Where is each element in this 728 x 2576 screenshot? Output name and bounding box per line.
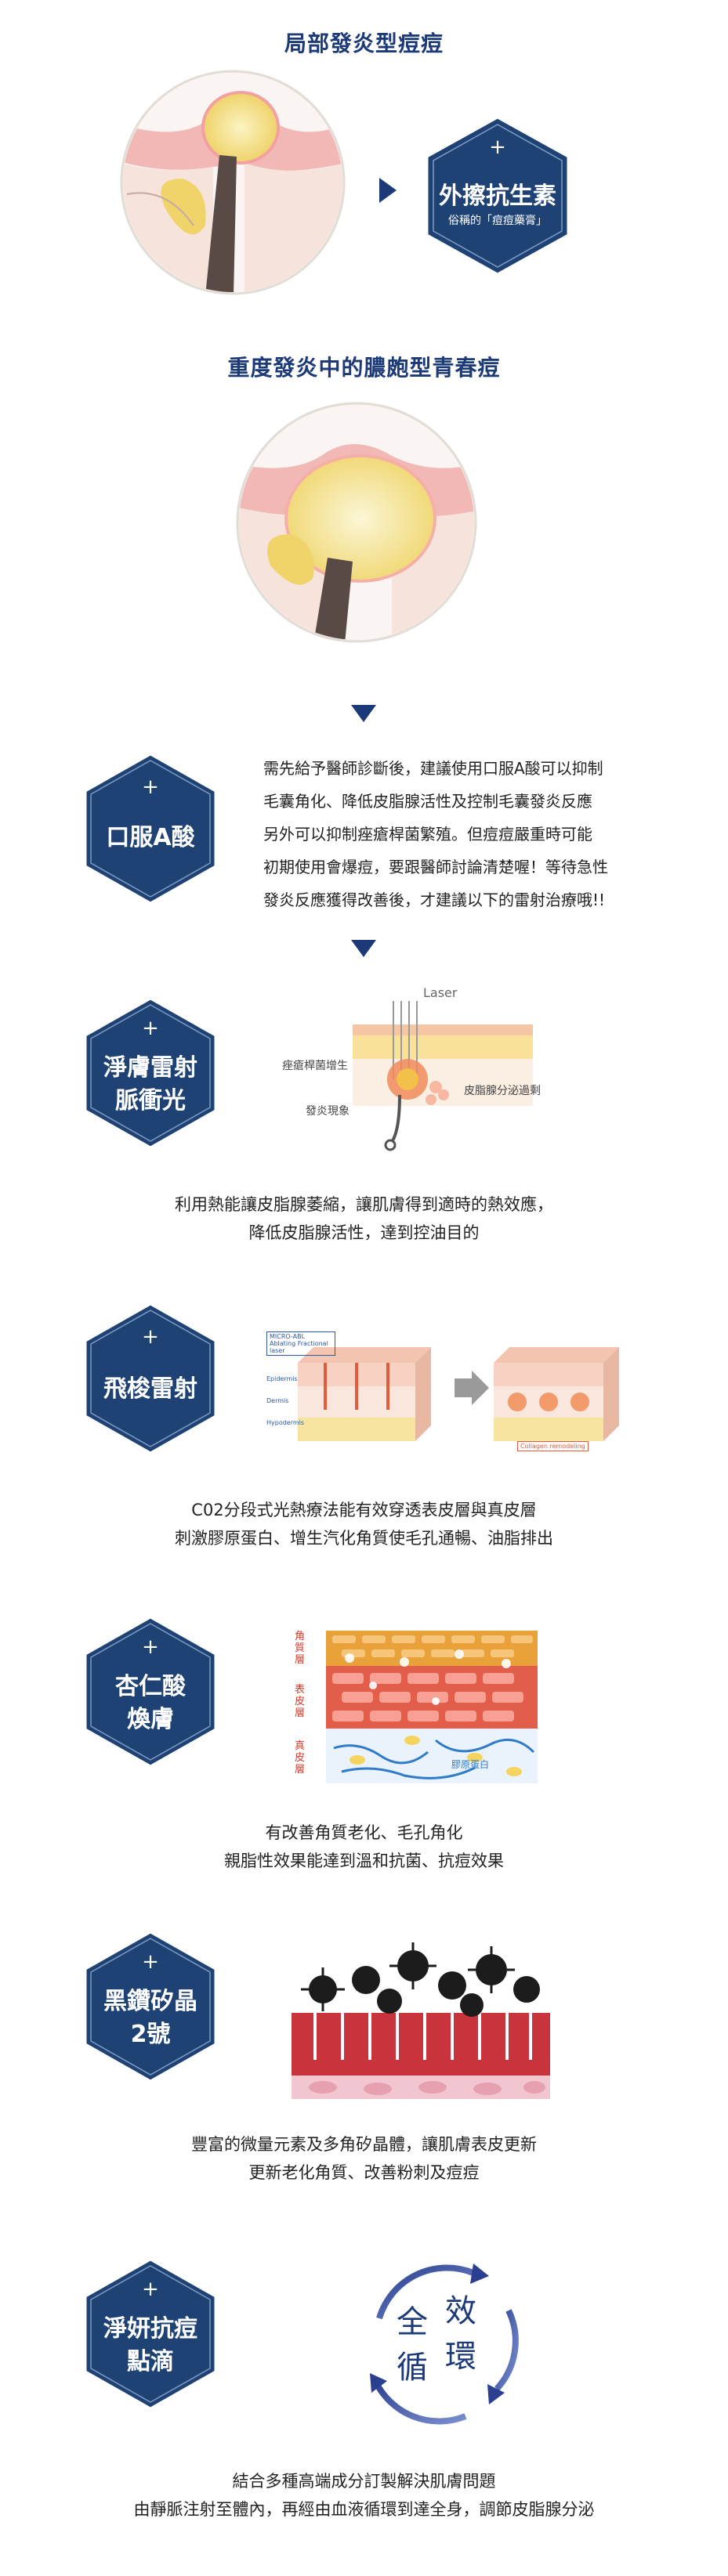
oral-line: 另外可以抑制痤瘡桿菌繁殖。但痘痘嚴重時可能 (263, 825, 592, 844)
fraxel-diagram: MICRO-ABL Ablating Fractional laser Epid… (266, 1331, 627, 1451)
epidermis-label: 表皮層 (295, 1684, 306, 1719)
cycle-char: 環 (445, 2339, 476, 2375)
plus-icon: + (142, 775, 159, 799)
mandelic-title-line1: 杏仁酸 (115, 1673, 186, 1700)
hex-oral-retinoid: + 口服A酸 (81, 750, 219, 907)
acne-illustration-local (119, 69, 346, 299)
black-diamond-title-line1: 黑鑽矽晶 (103, 1988, 197, 2015)
desc-line: 刺激膠原蛋白、增生汽化角質使毛孔通暢、油脂排出 (175, 1529, 553, 1548)
acne-illustration-severe (235, 401, 478, 647)
heading-local-acne: 局部發炎型痘痘 (284, 31, 444, 56)
bacteria-label: 痤瘡桿菌增生 (282, 1060, 348, 1072)
hex-laser-pulse: + 淨膚雷射 脈衝光 (81, 995, 219, 1151)
arrow-down-icon (351, 705, 376, 722)
layer-epidermis-label: Epidermis (266, 1375, 298, 1382)
desc-line: 有改善角質老化、毛孔角化 (265, 1823, 463, 1842)
mandelic-title-line2: 煥膚 (127, 1706, 174, 1733)
fraxel-tag-collagen: Collagen remodeling (517, 1441, 589, 1451)
iv-title-line1: 淨妍抗痘 (103, 2315, 197, 2343)
black-diamond-title-line2: 2號 (130, 2021, 171, 2048)
laser-diagram: Laser 痤瘡桿菌增生 發炎現象 皮脂腺分泌過剩 (282, 985, 596, 1165)
desc-line: 由靜脈注射至體內，再經由血液循環到達全身，調節皮脂腺分泌 (133, 2500, 595, 2519)
desc-line: 更新老化角質、改善粉刺及痘痘 (248, 2163, 480, 2182)
oral-line: 初期使用會爆痘，要跟醫師討論清楚喔！等待急性 (263, 858, 608, 876)
iv-description: 結合多種高端成分訂製解決肌膚問題 由靜脈注射至體內，再經由血液循環到達全身，調節… (0, 2467, 728, 2524)
mandelic-description: 有改善角質老化、毛孔角化 親脂性效果能達到溫和抗菌、抗痘效果 (0, 1819, 728, 1875)
mandelic-diagram: 角質層 表皮層 真皮層 膠原蛋白 (295, 1623, 545, 1787)
laser-description: 利用熱能讓皮脂腺萎縮，讓肌膚得到適時的熱效應， 降低皮脂腺活性，達到控油目的 (0, 1190, 728, 1247)
oral-line: 需先給予醫師診斷後，建議使用口服A酸可以抑制 (263, 759, 603, 778)
cycle-diagram: 全 效 循 環 (348, 2256, 536, 2428)
fraxel-tag-ablating: MICRO-ABL Ablating Fractional laser (266, 1331, 335, 1356)
plus-icon: + (142, 2278, 159, 2301)
plus-icon: + (142, 1325, 159, 1349)
inflammation-label: 發炎現象 (306, 1105, 350, 1118)
cycle-char: 效 (445, 2293, 476, 2329)
arrow-down-icon (351, 940, 376, 957)
laser-title-line1: 淨膚雷射 (103, 1054, 197, 1082)
fraxel-description: C02分段式光熱療法能有效穿透表皮層與真皮層 刺激膠原蛋白、增生汽化角質使毛孔通… (0, 1496, 728, 1552)
stratum-label: 角質層 (295, 1631, 306, 1666)
desc-line: C02分段式光熱療法能有效穿透表皮層與真皮層 (191, 1501, 537, 1519)
black-diamond-diagram (292, 1942, 550, 2099)
desc-line: 降低皮脂腺活性，達到控油目的 (248, 1223, 480, 1242)
hex-topical-antibiotic: + 外擦抗生素 俗稱的「痘痘藥膏」 (423, 114, 572, 278)
oral-line: 毛囊角化、降低皮脂腺活性及控制毛囊發炎反應 (263, 792, 592, 811)
oral-line: 發炎反應獲得改善後，才建議以下的雷射治療哦!! (263, 891, 606, 909)
plus-icon: + (489, 135, 506, 159)
plus-icon: + (142, 1950, 159, 1974)
hex-black-diamond: + 黑鑽矽晶 2號 (81, 1928, 219, 2085)
desc-line: 利用熱能讓皮脂腺萎縮，讓肌膚得到適時的熱效應， (175, 1195, 553, 1214)
desc-line: 結合多種高端成分訂製解決肌膚問題 (232, 2472, 496, 2491)
arrow-right-icon (379, 178, 397, 203)
layer-hypodermis-label: Hypodermis (266, 1419, 305, 1426)
oral-description: 需先給予醫師診斷後，建議使用口服A酸可以抑制 毛囊角化、降低皮脂腺活性及控制毛囊… (263, 752, 702, 916)
plus-icon: + (142, 1635, 159, 1659)
laser-label: Laser (423, 985, 458, 1000)
desc-line: 親脂性效果能達到溫和抗菌、抗痘效果 (224, 1852, 504, 1870)
sebum-label: 皮脂腺分泌過剩 (464, 1085, 541, 1097)
iv-title-line2: 點滴 (127, 2348, 174, 2375)
desc-line: 豐富的微量元素及多角矽晶體，讓肌膚表皮更新 (191, 2135, 537, 2154)
cycle-char: 循 (397, 2350, 428, 2386)
hex-mandelic-peel: + 杏仁酸 煥膚 (81, 1613, 219, 1770)
black-diamond-description: 豐富的微量元素及多角矽晶體，讓肌膚表皮更新 更新老化角質、改善粉刺及痘痘 (0, 2130, 728, 2187)
topical-title: 外擦抗生素 (439, 182, 556, 210)
heading-severe-acne: 重度發炎中的膿皰型青春痘 (227, 355, 501, 381)
dermis-label: 真皮層 (295, 1740, 306, 1776)
hex-fraxel: + 飛梭雷射 (81, 1300, 219, 1457)
fraxel-title: 飛梭雷射 (103, 1375, 197, 1403)
collagen-label: 膠原蛋白 (451, 1759, 490, 1770)
laser-title-line2: 脈衝光 (115, 1087, 186, 1115)
hex-iv-drip: + 淨妍抗痘 點滴 (81, 2256, 219, 2412)
cycle-char: 全 (397, 2304, 428, 2340)
layer-dermis-label: Dermis (266, 1397, 289, 1404)
oral-title: 口服A酸 (106, 824, 195, 851)
topical-subtitle: 俗稱的「痘痘藥膏」 (448, 215, 547, 227)
plus-icon: + (142, 1017, 159, 1040)
